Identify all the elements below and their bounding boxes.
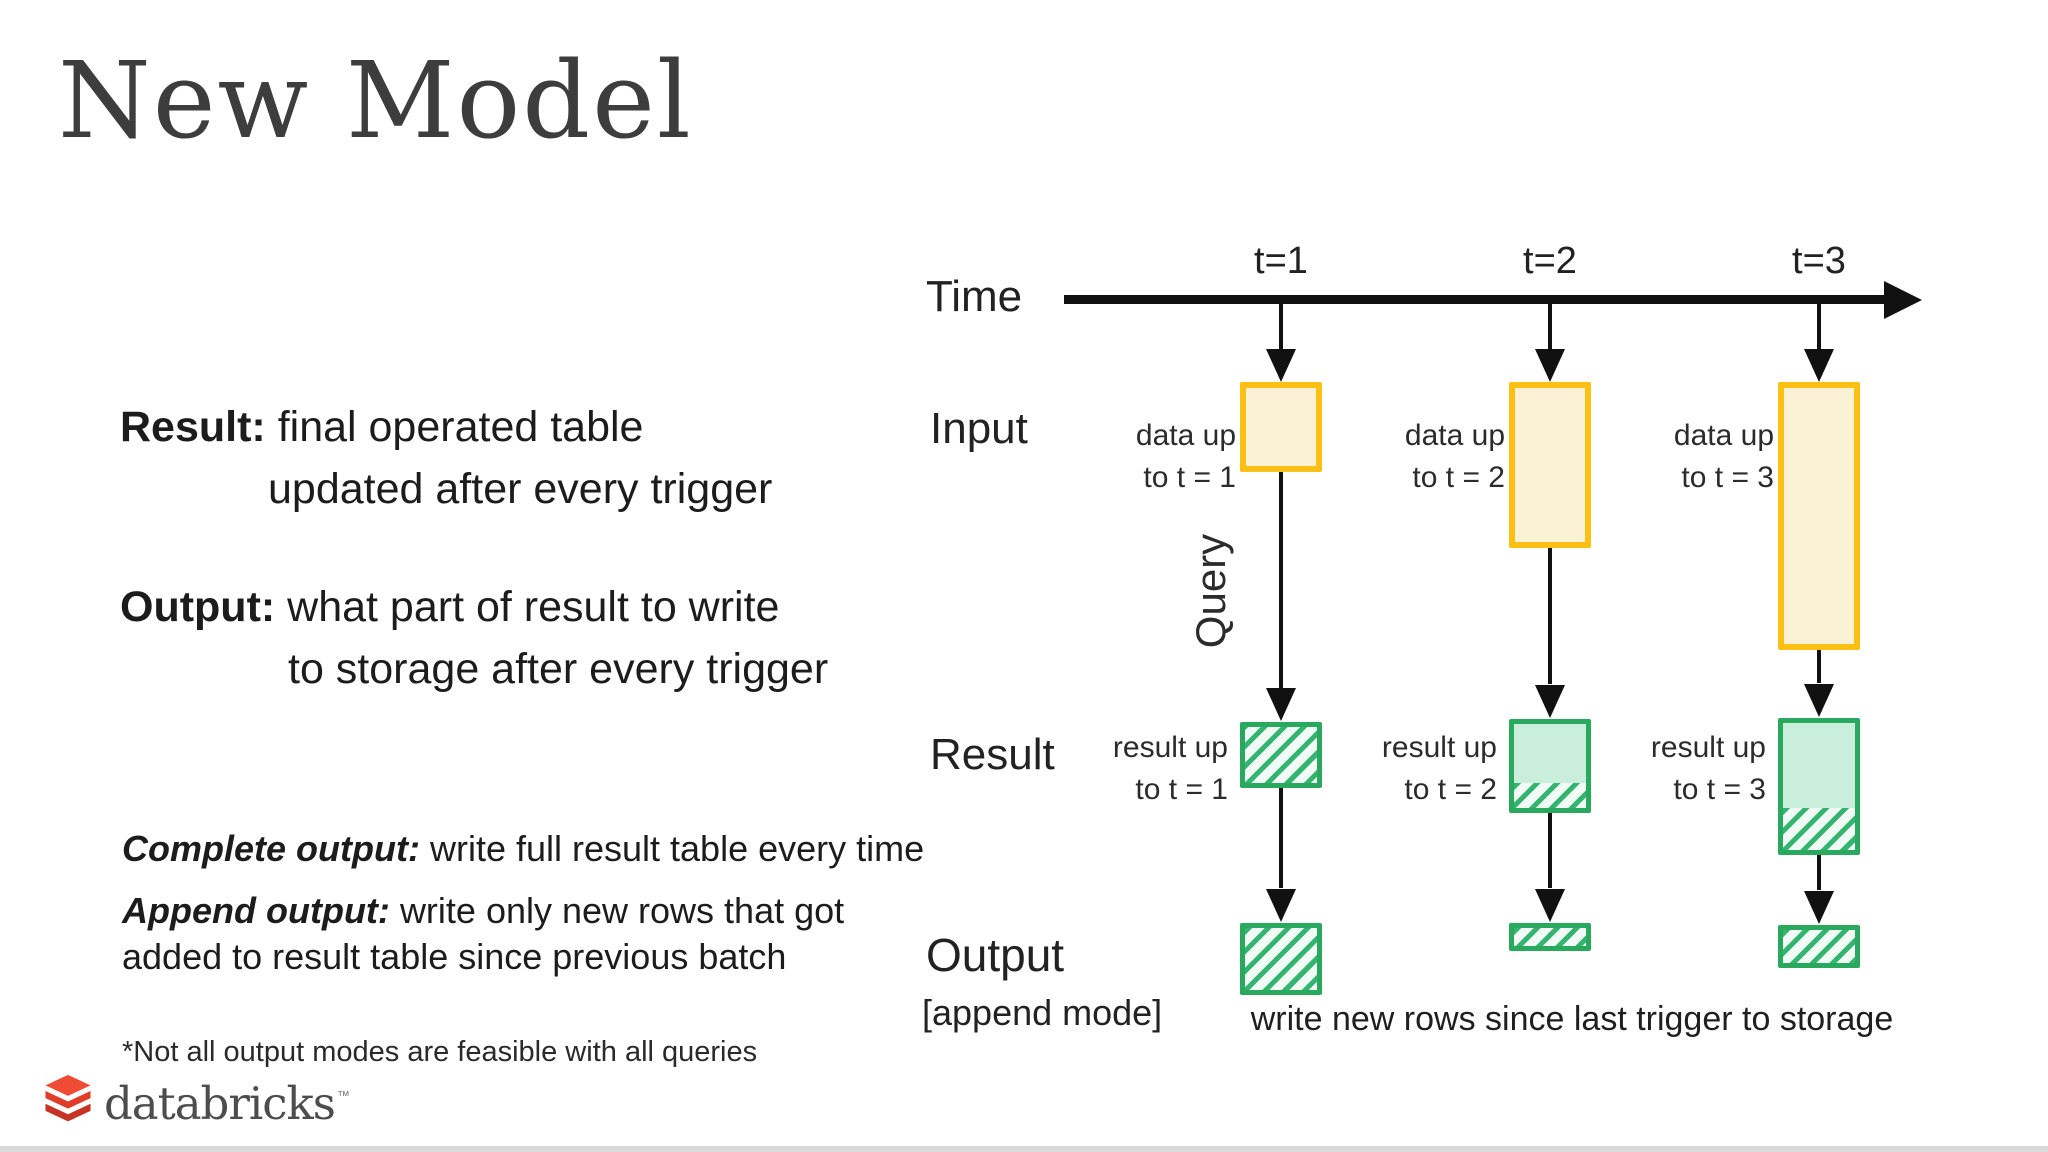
time-axis-label: Time — [926, 272, 1023, 321]
databricks-logo-icon — [45, 1074, 91, 1122]
tick-arrow-line-t2 — [1548, 304, 1552, 350]
result-caption-t3-line1: result up — [1650, 731, 1766, 764]
append-output-note: Append output: write only new rows that … — [122, 888, 844, 980]
result-caption-t2: result up to t = 2 — [1317, 727, 1497, 811]
append-output-term: Append output: — [122, 890, 390, 931]
time-axis-arrowhead — [1884, 281, 1922, 319]
output-row-label: Output — [926, 929, 1065, 981]
input-caption-t1-line1: data up — [1135, 419, 1236, 452]
tick-label-t3: t=3 — [1792, 240, 1846, 282]
output-box-t2 — [1509, 923, 1591, 951]
output-arrow-line-t3 — [1817, 855, 1821, 890]
query-arrowhead-t3 — [1804, 684, 1834, 717]
result-caption-t2-line1: result up — [1381, 731, 1497, 764]
output-text-line2: to storage after every trigger — [288, 645, 829, 693]
output-arrowhead-t1 — [1266, 889, 1296, 922]
query-arrowhead-t2 — [1535, 685, 1565, 718]
result-new-rows-hatch-t1 — [1245, 727, 1317, 783]
input-caption-t1-line2: to t = 1 — [1143, 461, 1236, 494]
input-caption-t3-line1: data up — [1673, 419, 1774, 452]
input-caption-t3-line2: to t = 3 — [1681, 461, 1774, 494]
result-term: Result: — [120, 403, 266, 451]
result-caption-t1: result up to t = 1 — [1048, 727, 1228, 811]
footnote: *Not all output modes are feasible with … — [122, 1036, 758, 1068]
tick-arrowhead-t1 — [1266, 349, 1296, 382]
output-term: Output: — [120, 583, 276, 631]
diagram-caption: write new rows since last trigger to sto… — [1250, 1000, 1894, 1038]
append-output-text2: added to result table since previous bat… — [122, 936, 787, 977]
tick-label-t1: t=1 — [1254, 240, 1308, 282]
input-caption-t3: data up to t = 3 — [1594, 415, 1774, 499]
result-row-label: Result — [930, 730, 1055, 779]
input-row-label: Input — [930, 404, 1028, 453]
tick-arrow-line-t3 — [1817, 304, 1821, 350]
output-definition: Output: what part of result to write to … — [120, 576, 828, 700]
input-box-t1 — [1240, 382, 1322, 472]
complete-output-note: Complete output: write full result table… — [122, 826, 924, 872]
query-label: Query — [1187, 533, 1234, 649]
result-caption-t3-line2: to t = 3 — [1673, 773, 1766, 806]
result-caption-t3: result up to t = 3 — [1586, 727, 1766, 811]
output-mode-label: [append mode] — [922, 992, 1163, 1033]
input-caption-t2-line1: data up — [1404, 419, 1505, 452]
input-box-t3 — [1778, 382, 1860, 650]
result-definition: Result: final operated table updated aft… — [120, 396, 772, 520]
query-arrow-line-t1 — [1279, 472, 1283, 688]
result-box-t1 — [1240, 722, 1322, 788]
result-text-line1: final operated table — [277, 403, 644, 451]
complete-output-term: Complete output: — [122, 828, 420, 869]
output-box-t3 — [1778, 925, 1860, 968]
result-caption-t1-line1: result up — [1112, 731, 1228, 764]
query-arrow-line-t3 — [1817, 650, 1821, 683]
output-arrow-line-t2 — [1548, 813, 1552, 888]
result-box-t2 — [1509, 719, 1591, 813]
result-new-rows-hatch-t2 — [1514, 783, 1586, 808]
output-arrowhead-t2 — [1535, 889, 1565, 922]
complete-output-text: write full result table every time — [429, 828, 925, 869]
result-box-t3 — [1778, 718, 1860, 855]
tick-arrowhead-t2 — [1535, 349, 1565, 382]
result-new-rows-hatch-t3 — [1783, 808, 1855, 850]
output-text-line1: what part of result to write — [287, 583, 780, 631]
slide-bottom-edge — [0, 1146, 2048, 1152]
tick-arrowhead-t3 — [1804, 349, 1834, 382]
input-caption-t1: data up to t = 1 — [1056, 415, 1236, 499]
result-caption-t2-line2: to t = 2 — [1404, 773, 1497, 806]
output-arrow-line-t1 — [1279, 788, 1283, 888]
result-caption-t1-line2: to t = 1 — [1135, 773, 1228, 806]
output-arrowhead-t3 — [1804, 891, 1834, 924]
result-text-line2: updated after every trigger — [268, 465, 773, 513]
input-box-t2 — [1509, 382, 1591, 548]
query-arrowhead-t1 — [1266, 688, 1296, 721]
input-caption-t2: data up to t = 2 — [1325, 415, 1505, 499]
input-caption-t2-line2: to t = 2 — [1412, 461, 1505, 494]
time-axis-line — [1064, 295, 1886, 304]
tick-arrow-line-t1 — [1279, 304, 1283, 350]
append-output-text: write only new rows that got — [399, 890, 845, 931]
output-box-t1 — [1240, 923, 1322, 995]
query-arrow-line-t2 — [1548, 548, 1552, 684]
trademark-symbol: ™ — [336, 1087, 350, 1103]
databricks-logo: databricks ™ — [38, 1074, 350, 1132]
page-title: New Model — [58, 39, 693, 162]
tick-label-t2: t=2 — [1523, 240, 1577, 282]
databricks-wordmark: databricks — [104, 1076, 336, 1130]
